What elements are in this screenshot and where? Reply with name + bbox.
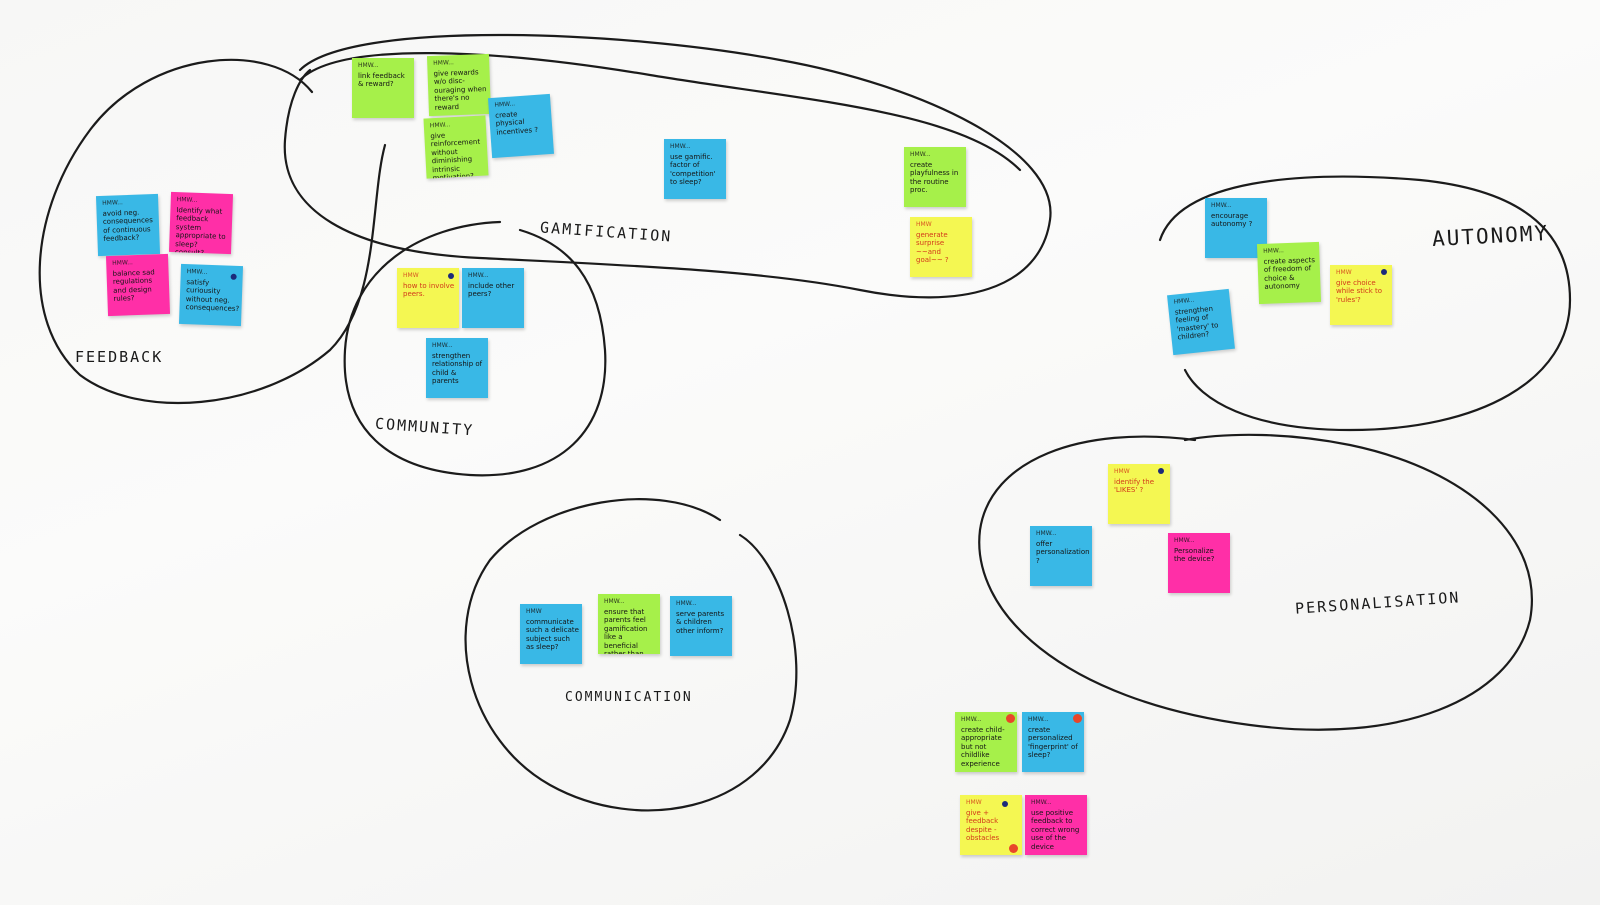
- sticky-note: HMW generate surprise ~~and goal~~ ?: [910, 217, 972, 277]
- note-header: HMW...: [468, 272, 489, 279]
- note-text: link feedback & reward?: [358, 71, 405, 89]
- sticky-note: HMW...give reinforcement without diminis…: [423, 115, 489, 179]
- dot-vote: [448, 273, 454, 279]
- dot-vote: [1073, 714, 1082, 723]
- note-text: identify the 'LIKES' ?: [1114, 477, 1155, 495]
- sticky-note: HMW... strengthen relationship of child &…: [426, 338, 488, 398]
- autonomy-outline: [1158, 175, 1572, 432]
- note-text: include other peers?: [468, 281, 515, 299]
- sticky-note: HMW... encourage autonomy ?: [1205, 198, 1267, 258]
- gamification-outline: [283, 33, 1052, 299]
- sticky-note: HMW... ensure that parents feel gamificat…: [598, 594, 660, 654]
- dot-vote: [1381, 269, 1387, 275]
- dot-vote: [1158, 468, 1164, 474]
- note-header: HMW...: [432, 342, 453, 349]
- sticky-note: HMW... use gamific. factor of 'competitio…: [664, 139, 726, 199]
- dot-vote: [230, 273, 237, 280]
- sticky-note: HMW...Identify what feedback system appr…: [168, 191, 234, 255]
- note-header: HMW: [966, 799, 982, 806]
- note-header: HMW...: [112, 259, 133, 267]
- sticky-note: HMW how to involve peers.: [397, 268, 459, 328]
- sticky-note: HMW... serve parents & children other inf…: [670, 596, 732, 656]
- note-header: HMW...: [961, 716, 982, 723]
- note-text: give reinforcement without diminishing i…: [430, 131, 481, 179]
- dot-vote: [1009, 844, 1018, 853]
- note-header: HMW...: [1036, 530, 1057, 537]
- note-header: HMW...: [1031, 799, 1052, 806]
- sticky-note: HMW... Personalize the device?: [1168, 533, 1230, 593]
- sticky-note: HMW...create physical incentives ?: [487, 93, 555, 159]
- sticky-note: HMW... create personalized 'fingerprint' …: [1022, 712, 1084, 772]
- note-header: HMW...: [433, 59, 454, 67]
- note-header: HMW...: [102, 199, 123, 207]
- sticky-note: HMW... include other peers?: [462, 268, 524, 328]
- gamification-outline-inner: [298, 52, 1022, 172]
- note-text: give + feedback despite - obstacles: [966, 808, 1000, 843]
- note-header: HMW...: [676, 600, 697, 607]
- sticky-note: HMW...satisfy curiousity without neg. co…: [178, 263, 244, 327]
- note-header: HMW: [403, 272, 419, 279]
- sticky-note: HMW give + feedback despite - obstacles: [960, 795, 1022, 855]
- note-header: HMW: [526, 608, 542, 615]
- note-text: Personalize the device?: [1174, 546, 1215, 564]
- note-text: use positive feedback to correct wrong u…: [1031, 808, 1080, 851]
- note-text: create personalized 'fingerprint' of sle…: [1028, 725, 1078, 760]
- note-text: create aspects of freedom of choice & au…: [1263, 255, 1316, 291]
- note-text: satisfy curiousity without neg. conseque…: [185, 277, 240, 313]
- note-text: Identify what feedback system appropriat…: [174, 205, 226, 255]
- note-text: create child-appropriate but not childli…: [961, 725, 1005, 768]
- note-header: HMW...: [910, 151, 931, 158]
- note-text: give rewards w/o disc-ouraging when ther…: [433, 67, 487, 112]
- sticky-note: HMW...give rewards w/o disc-ouraging whe…: [426, 53, 492, 117]
- note-header: HMW...: [358, 62, 379, 69]
- feedback-label: FEEDBACK: [75, 348, 164, 366]
- sticky-note: HMW...avoid neg. consequences of continu…: [95, 193, 161, 257]
- dot-vote: [1006, 714, 1015, 723]
- note-text: ensure that parents feel gamification li…: [604, 607, 651, 655]
- note-header: HMW...: [429, 121, 451, 130]
- communication-label: COMMUNICATION: [565, 690, 693, 705]
- note-header: HMW...: [1028, 716, 1049, 723]
- note-header: HMW: [1114, 468, 1130, 475]
- sticky-note: HMW...create aspects of freedom of choic…: [1256, 241, 1322, 305]
- sticky-note: HMW...strengthen feeling of 'mastery' to…: [1167, 288, 1235, 356]
- note-header: HMW...: [494, 100, 516, 109]
- sticky-note: HMW... link feedback & reward?: [352, 58, 414, 118]
- sticky-note: HMW...balance sad regulations and design…: [105, 253, 171, 317]
- sticky-note: HMW... create playfulness in the routine …: [904, 147, 966, 207]
- sticky-note: HMW... create child-appropriate but not c…: [955, 712, 1017, 772]
- note-header: HMW...: [1174, 537, 1195, 544]
- note-header: HMW...: [670, 143, 691, 150]
- note-text: create physical incentives ?: [494, 109, 539, 137]
- note-text: how to involve peers.: [403, 281, 455, 299]
- note-text: generate surprise ~~and goal~~ ?: [916, 230, 949, 265]
- community-outline: [343, 220, 607, 477]
- note-header: HMW: [916, 221, 932, 228]
- note-text: balance sad regulations and design rules…: [112, 267, 155, 303]
- note-text: create playfulness in the routine proc.: [910, 160, 959, 195]
- personalisation-outline: [978, 433, 1533, 731]
- note-text: avoid neg. consequences of continuous fe…: [102, 208, 153, 243]
- note-text: use gamific. factor of 'competition' to …: [670, 152, 716, 187]
- note-header: HMW...: [176, 196, 198, 204]
- note-text: strengthen feeling of 'mastery' to child…: [1174, 304, 1219, 342]
- note-text: give choice while stick to 'rules'?: [1336, 278, 1383, 304]
- note-text: communicate such a delicate subject such…: [526, 617, 579, 652]
- sticky-note: HMW... offer personalization ?: [1030, 526, 1092, 586]
- note-text: serve parents & children other inform?: [676, 609, 725, 635]
- note-text: offer personalization ?: [1036, 539, 1090, 565]
- communication-outline: [464, 498, 798, 812]
- note-header: HMW...: [1211, 202, 1232, 209]
- note-header: HMW...: [604, 598, 625, 605]
- note-text: encourage autonomy ?: [1211, 211, 1253, 229]
- note-header: HMW: [1336, 269, 1352, 276]
- sticky-note: HMW communicate such a delicate subject s…: [520, 604, 582, 664]
- sticky-note: HMW identify the 'LIKES' ?: [1108, 464, 1170, 524]
- note-text: strengthen relationship of child & paren…: [432, 351, 483, 386]
- dot-vote: [1002, 801, 1008, 807]
- sticky-note: HMW give choice while stick to 'rules'?: [1330, 265, 1392, 325]
- sticky-note: HMW... use positive feedback to correct w…: [1025, 795, 1087, 855]
